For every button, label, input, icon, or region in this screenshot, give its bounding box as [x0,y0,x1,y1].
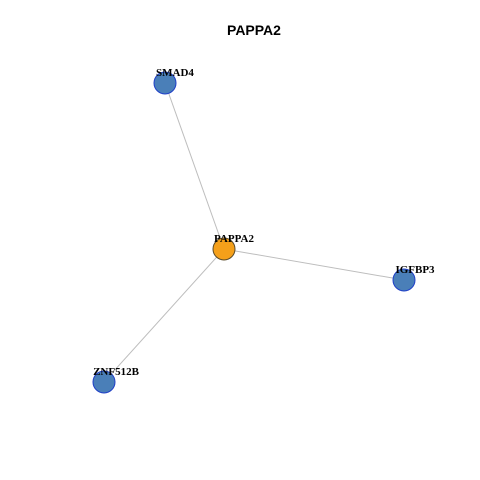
node-circle-smad4[interactable] [153,71,177,95]
node-pappa2[interactable]: PAPPA2 [212,233,254,261]
diagram-title: PAPPA2 [227,22,281,38]
node-label-igfbp3: IGFBP3 [395,264,435,276]
node-smad4[interactable]: SMAD4 [153,67,194,95]
node-label-smad4: SMAD4 [156,67,194,79]
node-igfbp3[interactable]: IGFBP3 [392,264,435,292]
edge-pappa2-znf512b [103,248,225,383]
edge-pappa2-smad4 [164,82,225,250]
node-circle-pappa2[interactable] [212,237,236,261]
node-label-znf512b: ZNF512B [93,366,140,378]
edge-pappa2-igfbp3 [223,248,405,281]
node-label-pappa2: PAPPA2 [214,233,254,245]
node-circle-znf512b[interactable] [92,370,116,394]
node-znf512b[interactable]: ZNF512B [92,366,140,394]
node-circle-igfbp3[interactable] [392,268,416,292]
edges-layer [103,82,405,383]
